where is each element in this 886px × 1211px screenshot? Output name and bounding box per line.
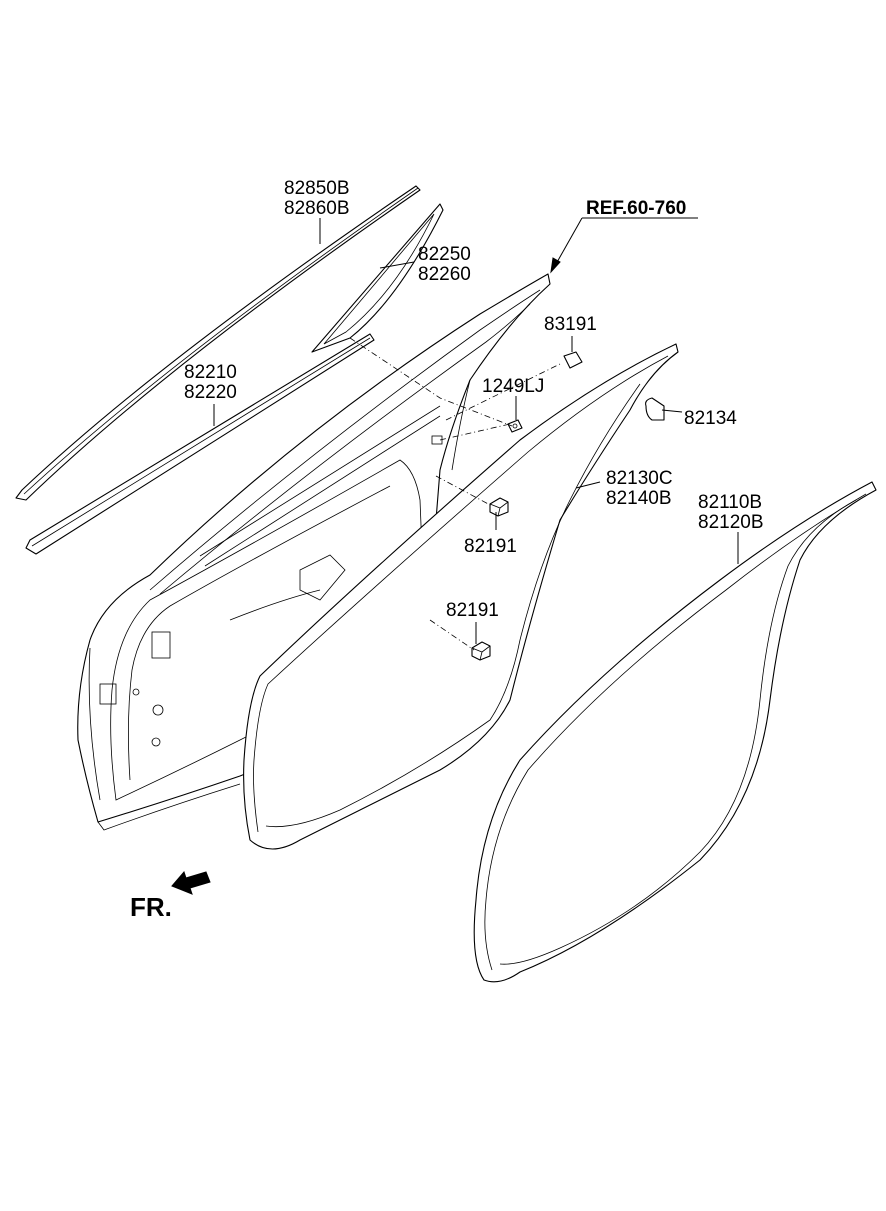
label-82120b: 82120B <box>698 512 764 533</box>
ref-arrow <box>550 217 698 274</box>
body-side-weatherstrip-part <box>473 481 877 983</box>
label-83191: 83191 <box>544 314 597 335</box>
roof-moulding-part <box>15 185 421 501</box>
label-82191-upper: 82191 <box>464 536 517 557</box>
front-direction-arrow <box>171 871 211 895</box>
install-line-clip <box>445 363 561 421</box>
label-1249lj: 1249LJ <box>482 376 544 397</box>
label-82250: 82250 <box>418 244 471 265</box>
door-side-weatherstrip-part <box>243 343 679 850</box>
label-82134: 82134 <box>684 408 737 429</box>
bumper-82191-lower-part <box>471 641 491 661</box>
label-82220: 82220 <box>184 382 237 403</box>
label-82130c: 82130C <box>606 468 673 489</box>
clip-83191-part <box>563 351 583 369</box>
label-82191-lower: 82191 <box>446 600 499 621</box>
install-line-bolt <box>439 423 511 441</box>
label-ref: REF.60-760 <box>586 198 686 219</box>
label-82850b: 82850B <box>284 178 350 199</box>
bolt-1249lj-part <box>507 419 523 433</box>
label-82140b: 82140B <box>606 488 672 509</box>
install-line-bumper-lower <box>429 619 475 651</box>
belt-weatherstrip-part <box>25 333 375 555</box>
bumper-82191-upper-part <box>489 497 509 517</box>
label-front: FR. <box>130 892 172 922</box>
label-82860b: 82860B <box>284 198 350 219</box>
delta-moulding-part <box>311 203 444 353</box>
label-82210: 82210 <box>184 362 237 383</box>
install-line-delta <box>349 337 513 427</box>
leader-lines <box>213 218 739 644</box>
cap-82134-part <box>645 397 665 421</box>
install-line-bumper-upper <box>435 475 493 507</box>
label-82260: 82260 <box>418 264 471 285</box>
label-82110b: 82110B <box>698 492 762 513</box>
door-frame-part <box>77 273 551 831</box>
